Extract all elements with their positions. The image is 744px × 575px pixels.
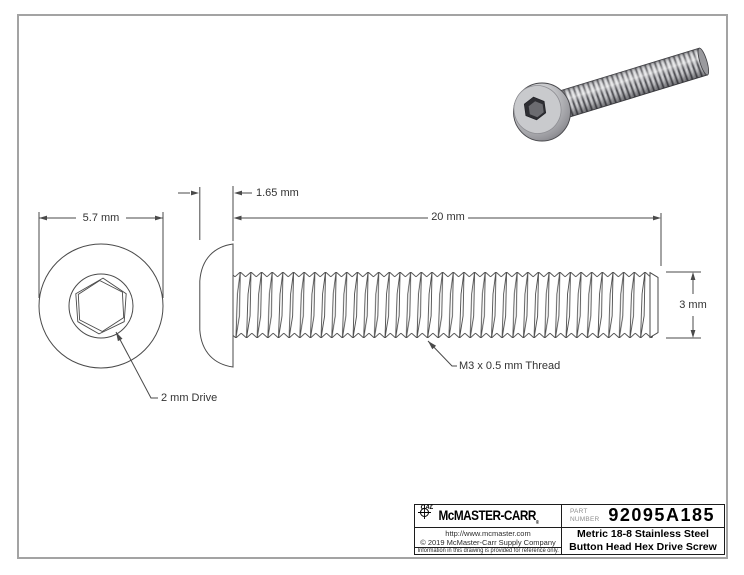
part-description-line1: Metric 18-8 Stainless Steel	[577, 527, 709, 540]
company-website: http://www.mcmaster.com	[445, 528, 531, 538]
dim-length: 20 mm	[430, 211, 466, 223]
dim-head-diameter: 5.7 mm	[81, 212, 121, 224]
brand-row: McMASTER-CARR® CAD	[415, 504, 561, 528]
side-view	[199, 243, 659, 368]
front-hex-socket	[75, 277, 127, 335]
disclaimer-text: Information in this drawing is provided …	[417, 548, 559, 554]
side-threads	[233, 272, 653, 338]
side-head-profile	[199, 243, 234, 368]
dimension-arrows	[39, 190, 696, 350]
title-block-left: McMASTER-CARR® CAD http://www.mcmaster.c…	[415, 504, 562, 554]
dimension-lines	[38, 186, 701, 399]
title-block-right: PART NUMBER 92095A185 Metric 18-8 Stainl…	[562, 505, 724, 554]
part-number-value: 92095A185	[608, 505, 715, 526]
title-block: McMASTER-CARR® CAD http://www.mcmaster.c…	[414, 504, 725, 555]
screw-3d-render	[513, 47, 710, 142]
registered-mark: ®	[535, 519, 538, 526]
company-copyright: © 2019 McMaster-Carr Supply Company	[420, 537, 556, 547]
disclaimer-row: Information in this drawing is provided …	[415, 548, 561, 554]
render-shaft-tip	[697, 47, 710, 76]
part-number-label: PART NUMBER	[570, 508, 600, 523]
front-hex-socket-bottom	[77, 279, 125, 333]
part-number-row: PART NUMBER 92095A185	[562, 505, 724, 528]
cad-crosshair-icon: CAD	[418, 504, 434, 519]
front-view	[38, 243, 164, 369]
render-hex-socket-floor	[528, 101, 544, 118]
svg-text:CAD: CAD	[421, 504, 434, 511]
dim-diameter: 3 mm	[678, 299, 708, 311]
part-description-line2: Button Head Hex Drive Screw	[569, 540, 717, 553]
part-description: Metric 18-8 Stainless Steel Button Head …	[562, 528, 724, 554]
label-drive-size: 2 mm Drive	[161, 392, 218, 404]
brand-logo: McMASTER-CARR®	[438, 506, 538, 526]
front-socket-opening	[68, 273, 134, 339]
side-shaft-end	[649, 271, 659, 339]
dim-head-height: 1.65 mm	[256, 187, 299, 199]
front-head-outline	[38, 243, 164, 369]
company-info-row: http://www.mcmaster.com © 2019 McMaster-…	[415, 528, 561, 548]
label-thread-spec: M3 x 0.5 mm Thread	[459, 360, 561, 372]
